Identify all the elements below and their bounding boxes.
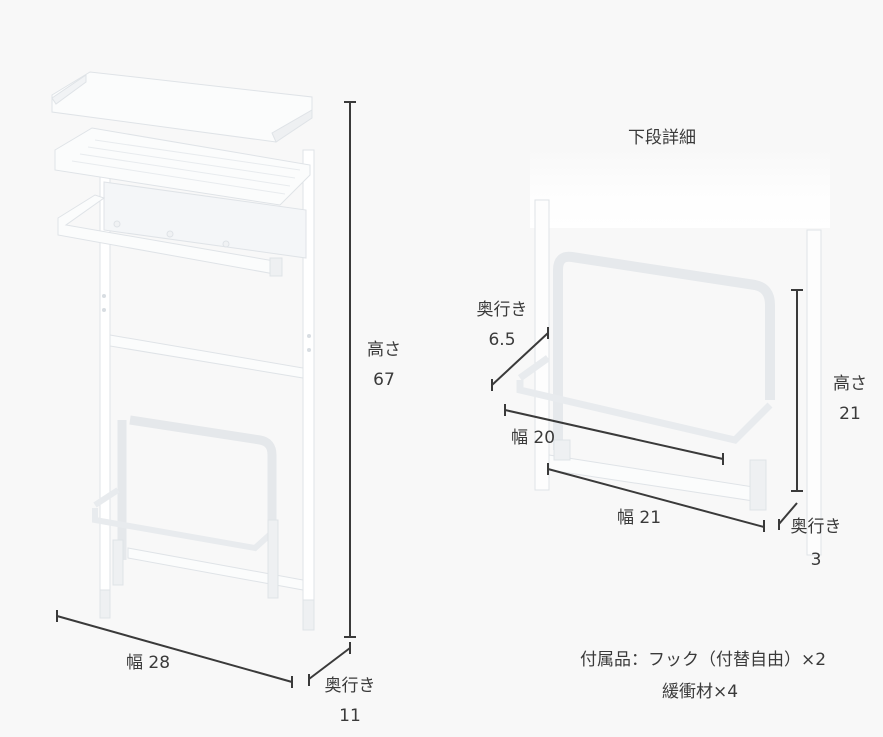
detail-width-inner-label: 幅 20 <box>511 428 556 448</box>
main-height-value: 67 <box>373 370 395 390</box>
main-rack <box>51 71 315 631</box>
main-height-label: 高さ <box>367 340 401 360</box>
detail-title: 下段詳細 <box>628 128 696 148</box>
detail-rack <box>516 148 830 556</box>
detail-width-outer-label: 幅 21 <box>617 508 662 528</box>
detail-height-label: 高さ <box>833 374 867 394</box>
detail-height-value: 21 <box>839 404 861 424</box>
detail-depth-bottom-label: 奥行き <box>790 517 842 537</box>
accessories-line-1: 付属品：フック（付替自由）×2 <box>580 650 827 670</box>
main-depth-label: 奥行き <box>324 676 376 696</box>
main-depth-value: 11 <box>339 706 361 726</box>
dimension-lines <box>56 101 803 688</box>
main-width-label: 幅 28 <box>126 653 171 673</box>
detail-depth-bottom-value: 3 <box>810 550 822 570</box>
detail-depth-top-label: 奥行き <box>476 300 528 320</box>
detail-depth-top-value: 6.5 <box>488 330 516 350</box>
accessories-line-2: 緩衝材×4 <box>662 682 739 702</box>
